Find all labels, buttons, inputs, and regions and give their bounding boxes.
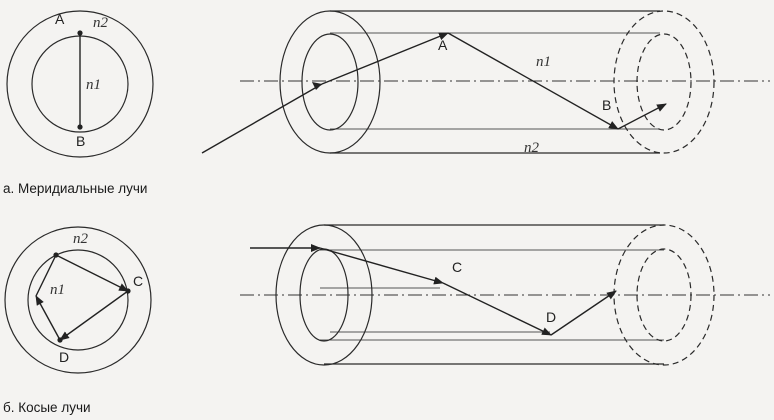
point-a-dot	[77, 30, 83, 36]
meridional-cross-section: A B n1 n2	[6, 10, 154, 158]
label-point-d: D	[59, 349, 69, 365]
label-fiber-cladding-index: n2	[524, 140, 540, 156]
label-point-a-fiber: A	[438, 37, 448, 53]
label-cladding-index-n2: n2	[93, 15, 109, 31]
label-core-index-n1: n1	[86, 77, 101, 93]
cladding-circle	[6, 10, 154, 158]
ray-c-to-d	[442, 282, 552, 336]
ray-exit-b	[550, 290, 617, 336]
caption-skew-rays: б. Косые лучи	[3, 400, 91, 415]
skew-vertex-dot	[53, 252, 59, 258]
back-cladding-ellipse	[613, 10, 715, 154]
front-cladding-ellipse	[279, 10, 381, 154]
ray-exit	[617, 103, 667, 130]
back-core-ellipse	[636, 33, 692, 131]
label-point-d-fiber: D	[546, 309, 556, 325]
skew-ray-segment-2	[59, 290, 129, 341]
ray-to-a	[321, 32, 449, 85]
back-core-ellipse-b	[636, 248, 692, 342]
skew-cross-section: C D n1 n2	[4, 226, 152, 374]
skew-ray-segment-4	[35, 254, 57, 297]
label-point-b: B	[76, 133, 85, 149]
label-point-c: C	[133, 273, 143, 289]
skew-ray-segment-1	[55, 254, 129, 292]
label-cladding-index-n2-b: n2	[73, 231, 89, 247]
back-cladding-ellipse-b	[613, 224, 715, 366]
point-c-dot	[125, 288, 131, 294]
cladding-circle-b	[4, 226, 152, 374]
point-b-dot	[77, 124, 83, 130]
label-point-b-fiber: B	[602, 97, 611, 113]
core-circle-b	[27, 249, 129, 351]
front-cladding-ellipse-b	[275, 224, 373, 366]
incident-ray	[201, 83, 323, 154]
entry-arrowhead	[312, 82, 322, 90]
label-point-a: A	[55, 11, 65, 27]
skew-ray-segment-3	[35, 295, 61, 341]
label-fiber-core-index: n1	[536, 54, 551, 70]
caption-meridional-rays: а. Меридиальные лучи	[3, 181, 147, 196]
meridional-fiber-view: A B n1 n2	[201, 10, 770, 156]
label-point-c-fiber: C	[452, 259, 462, 275]
ray-a-to-b	[447, 32, 619, 130]
point-d-dot	[57, 337, 63, 343]
skew-fiber-view: C D	[240, 224, 770, 366]
front-core-ellipse	[301, 33, 359, 131]
label-core-index-n1-b: n1	[50, 282, 65, 298]
ray-to-c	[319, 247, 444, 285]
